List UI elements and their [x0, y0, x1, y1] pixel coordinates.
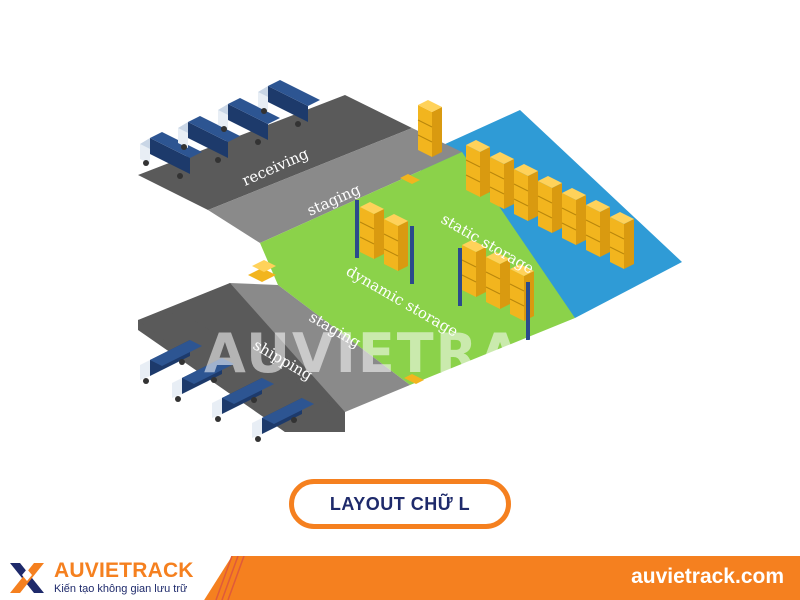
dynamic-storage-racks: [355, 200, 535, 340]
layout-type-label: LAYOUT CHỮ L: [289, 479, 511, 529]
footer-bar: AUVIETRACK Kiến tạo không gian lưu trữ a…: [0, 556, 800, 600]
watermark-text: AUVIETRACK: [204, 322, 609, 385]
dynamic-storage-floor: [260, 152, 575, 385]
pallet-stack: [248, 174, 424, 384]
auvietrack-logo-icon: [10, 563, 44, 593]
brand-tagline: Kiến tạo không gian lưu trữ: [54, 583, 188, 595]
staging-top-lane: [208, 128, 462, 243]
brand-name: AUVIETRACK: [54, 559, 194, 582]
receiving-lane: [138, 95, 412, 210]
website-link[interactable]: auvietrack.com: [631, 565, 784, 588]
footer-stripe-decoration: [215, 556, 245, 600]
